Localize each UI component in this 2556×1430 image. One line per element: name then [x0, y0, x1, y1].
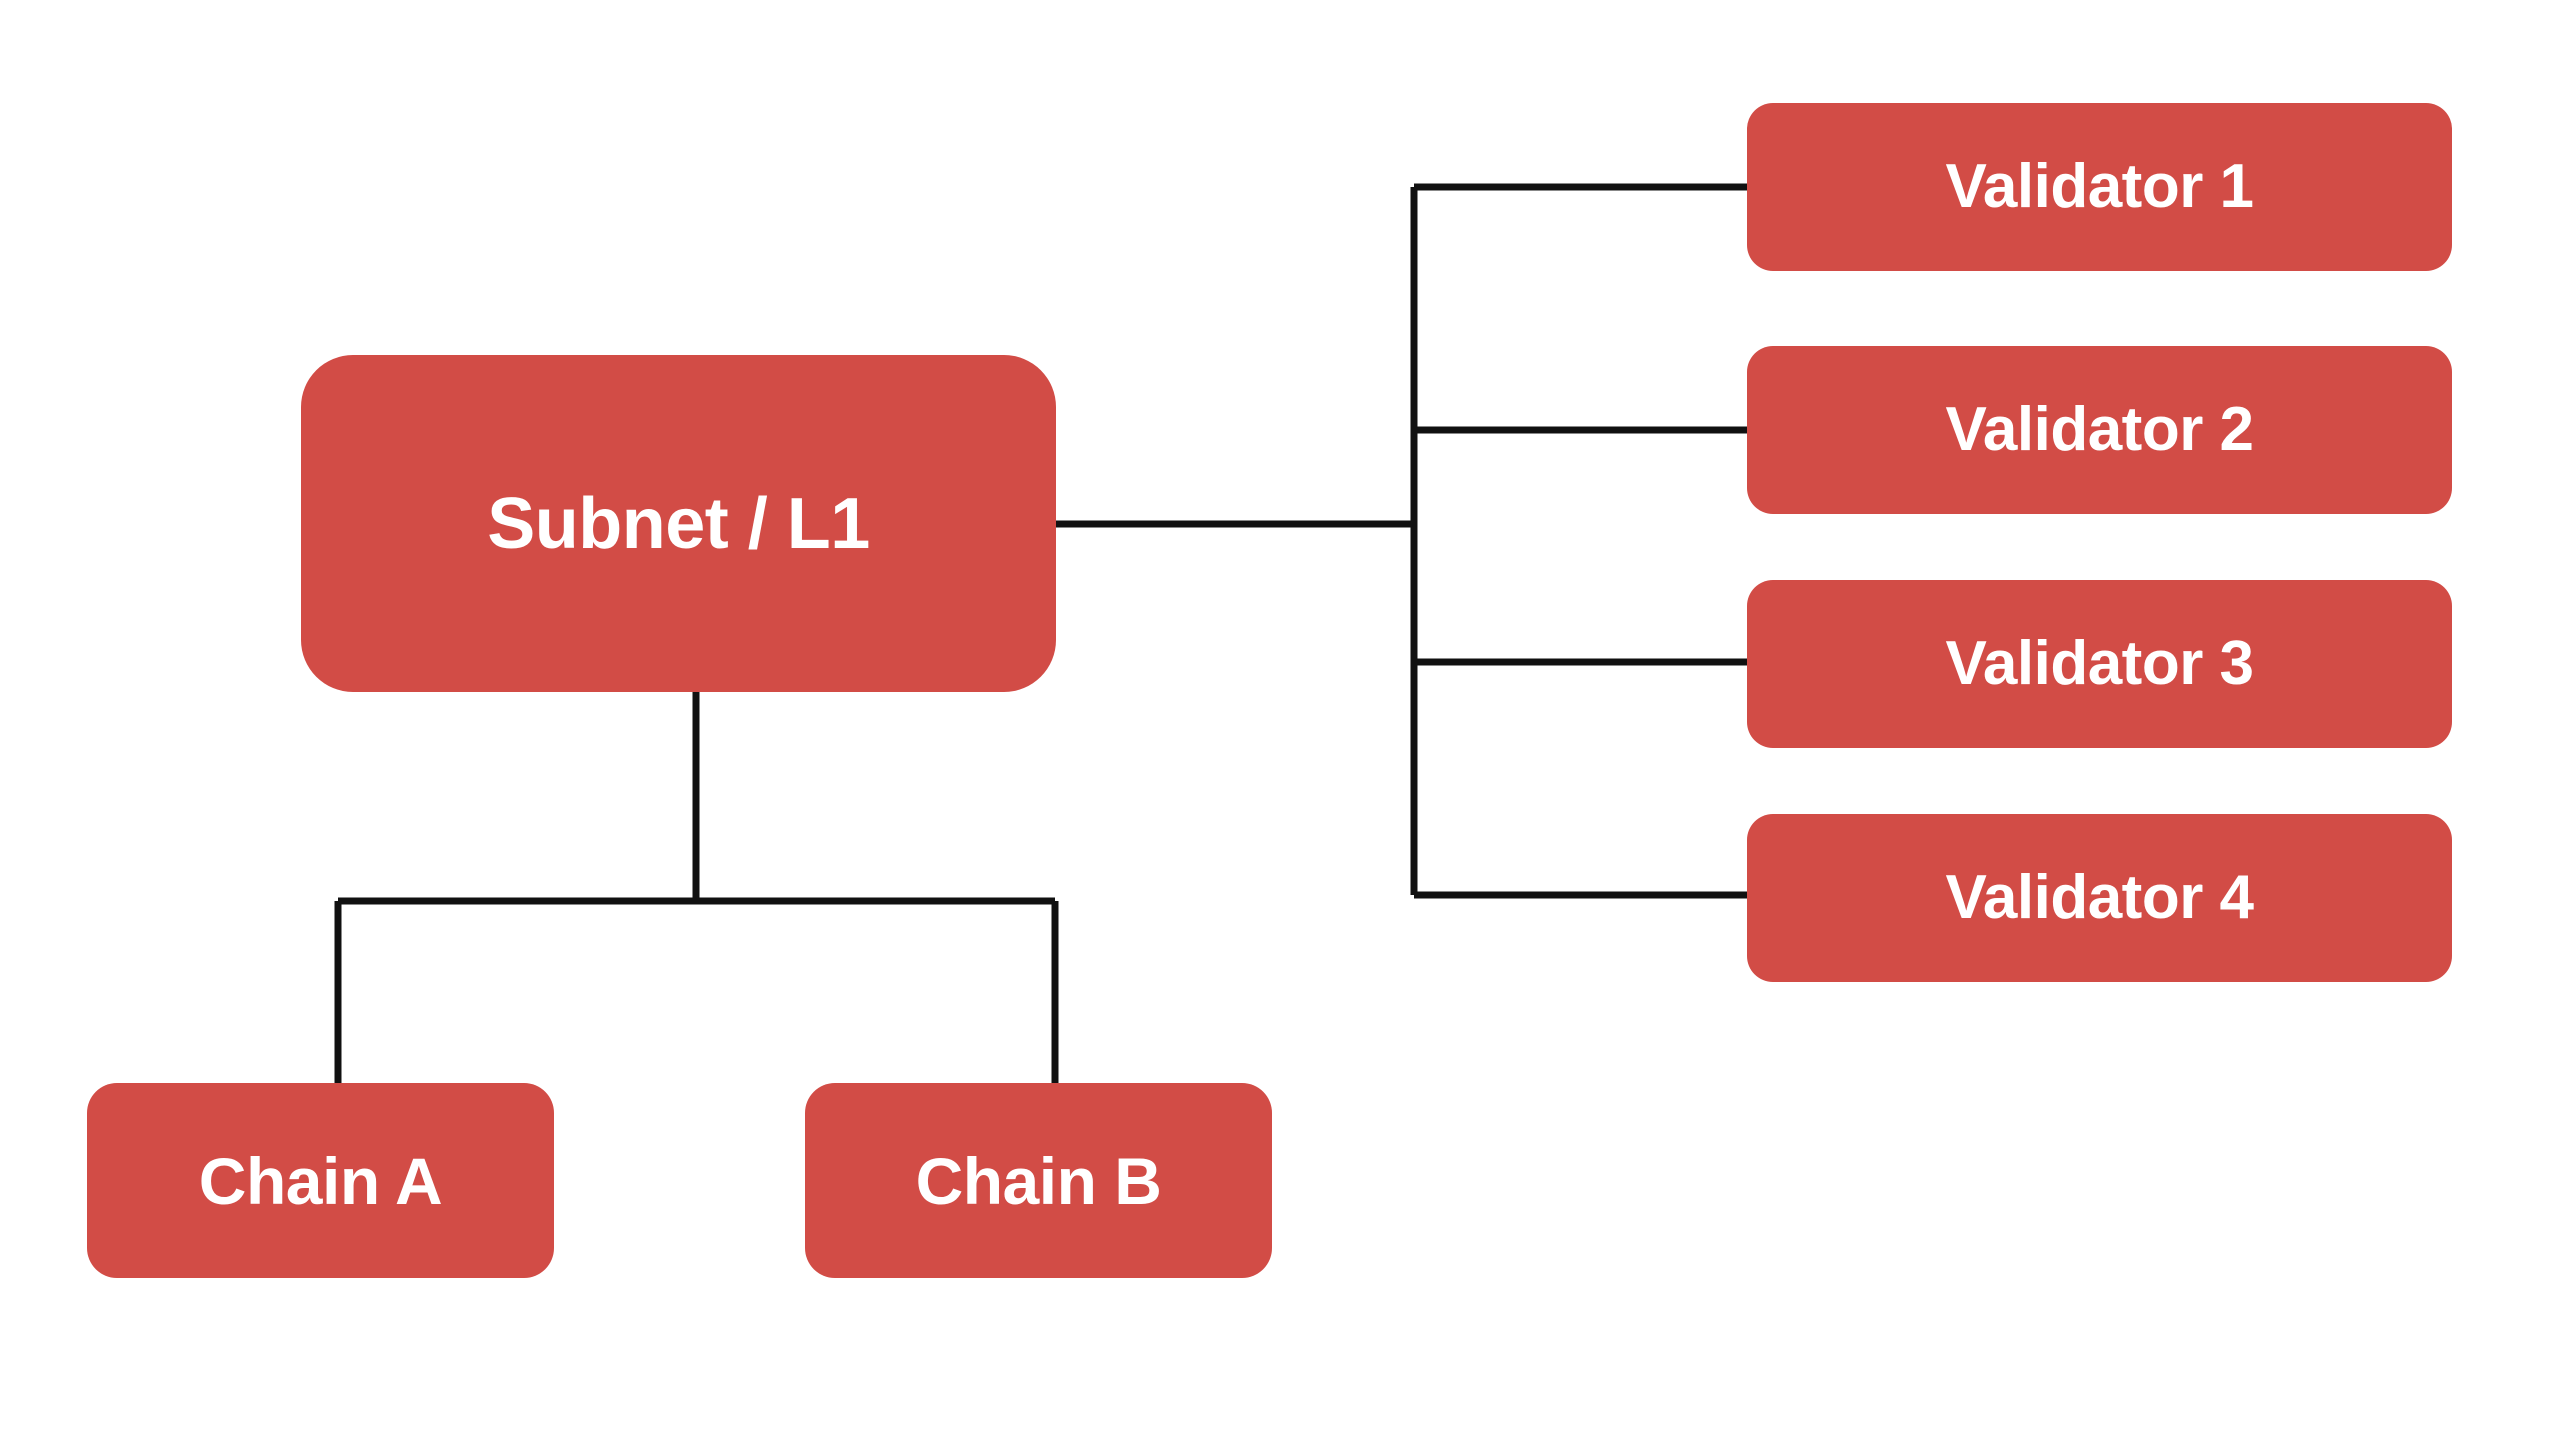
node-validator-1-label: Validator 1	[1945, 152, 2254, 221]
node-validator-3-label: Validator 3	[1945, 629, 2254, 698]
node-chain-b-label: Chain B	[915, 1143, 1162, 1218]
node-chain-b[interactable]: Chain B	[805, 1083, 1272, 1278]
node-validator-2[interactable]: Validator 2	[1747, 346, 2452, 514]
node-chain-a[interactable]: Chain A	[87, 1083, 554, 1278]
node-validator-2-label: Validator 2	[1945, 395, 2254, 464]
node-validator-3[interactable]: Validator 3	[1747, 580, 2452, 748]
node-subnet-l1-label: Subnet / L1	[487, 483, 870, 564]
node-validator-1[interactable]: Validator 1	[1747, 103, 2452, 271]
node-chain-a-label: Chain A	[198, 1143, 443, 1218]
node-validator-4-label: Validator 4	[1945, 863, 2254, 932]
node-subnet-l1[interactable]: Subnet / L1	[301, 355, 1056, 692]
node-validator-4[interactable]: Validator 4	[1747, 814, 2452, 982]
